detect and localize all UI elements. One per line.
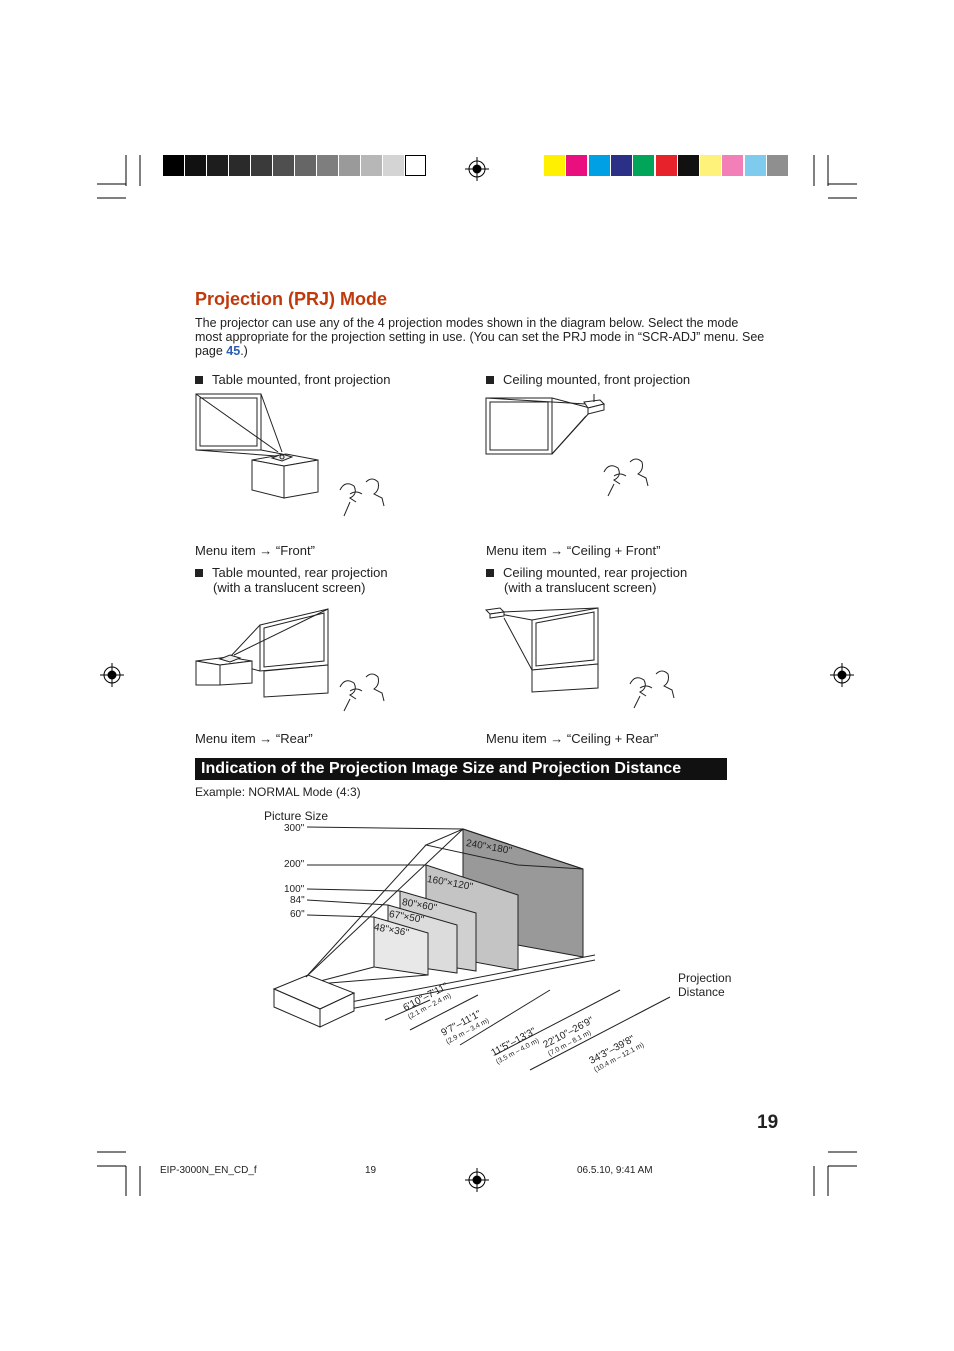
registration-mark-right <box>830 663 854 687</box>
gray-swatch <box>251 155 272 176</box>
footer-datetime: 06.5.10, 9:41 AM <box>577 1165 653 1176</box>
intro-text: The projector can use any of the 4 proje… <box>195 316 765 358</box>
intro-paragraph: The projector can use any of the 4 proje… <box>195 316 765 358</box>
gray-swatch <box>229 155 250 176</box>
size-84: 84" <box>290 895 305 906</box>
gray-swatch <box>295 155 316 176</box>
registration-mark-top <box>465 157 489 181</box>
size-100: 100" <box>284 884 305 895</box>
illustration-table-front <box>195 393 385 517</box>
footer-page: 19 <box>365 1165 377 1176</box>
gray-swatch <box>317 155 338 176</box>
color-swatch <box>677 155 699 176</box>
size-300: 300" <box>284 823 305 834</box>
gray-swatch <box>405 155 426 176</box>
color-swatch <box>767 155 788 176</box>
footer-file: EIP-3000N_EN_CD_f <box>160 1165 257 1176</box>
menu-item-rear: Menu item → “Rear” <box>195 731 313 746</box>
registration-mark-left <box>100 663 124 687</box>
color-swatch <box>633 155 655 176</box>
color-swatch <box>610 155 632 176</box>
color-swatch <box>700 155 722 176</box>
section-title-image-size-distance: Indication of the Projection Image Size … <box>195 758 727 780</box>
section-title-projection-mode: Projection (PRJ) Mode <box>195 289 388 309</box>
bullet-square-icon <box>195 376 203 384</box>
color-swatch <box>566 155 588 176</box>
illustration-ceiling-rear <box>484 607 675 709</box>
illustration-ceiling-front <box>485 394 649 497</box>
bullet-square-icon <box>195 569 203 577</box>
mode-caption-rear: Table mounted, rear projection(with a tr… <box>195 565 388 595</box>
picture-size-label: Picture Size <box>264 809 329 823</box>
gray-swatch <box>163 155 184 176</box>
bullet-square-icon <box>486 569 494 577</box>
color-swatch <box>722 155 744 176</box>
bullet-square-icon <box>486 376 494 384</box>
menu-item-ceiling-front: Menu item → “Ceiling + Front” <box>486 543 661 558</box>
color-swatch <box>544 155 565 176</box>
mode-caption-front: Table mounted, front projection <box>195 372 391 387</box>
intro-text-end: .) <box>240 344 248 358</box>
page-link-45[interactable]: 45 <box>226 344 241 358</box>
mode-caption-ceiling-front: Ceiling mounted, front projection <box>486 372 690 387</box>
example-mode-label: Example: NORMAL Mode (4:3) <box>195 785 361 799</box>
gray-swatch <box>273 155 294 176</box>
gray-swatch <box>207 155 228 176</box>
projection-distance-diagram <box>272 826 671 1071</box>
color-swatch <box>655 155 677 176</box>
gray-swatch <box>185 155 206 176</box>
color-swatch <box>588 155 610 176</box>
page-number: 19 <box>757 1112 779 1133</box>
size-60: 60" <box>290 909 305 920</box>
registration-mark-bottom <box>465 1168 489 1192</box>
gray-swatch <box>361 155 382 176</box>
menu-item-front: Menu item → “Front” <box>195 543 315 558</box>
size-200: 200" <box>284 859 305 870</box>
menu-item-ceiling-rear: Menu item → “Ceiling + Rear” <box>486 731 659 746</box>
color-swatch <box>744 155 766 176</box>
gray-swatch <box>383 155 404 176</box>
mode-caption-ceiling-rear: Ceiling mounted, rear projection(with a … <box>486 565 687 595</box>
illustration-table-rear <box>195 608 385 712</box>
gray-swatch <box>339 155 360 176</box>
